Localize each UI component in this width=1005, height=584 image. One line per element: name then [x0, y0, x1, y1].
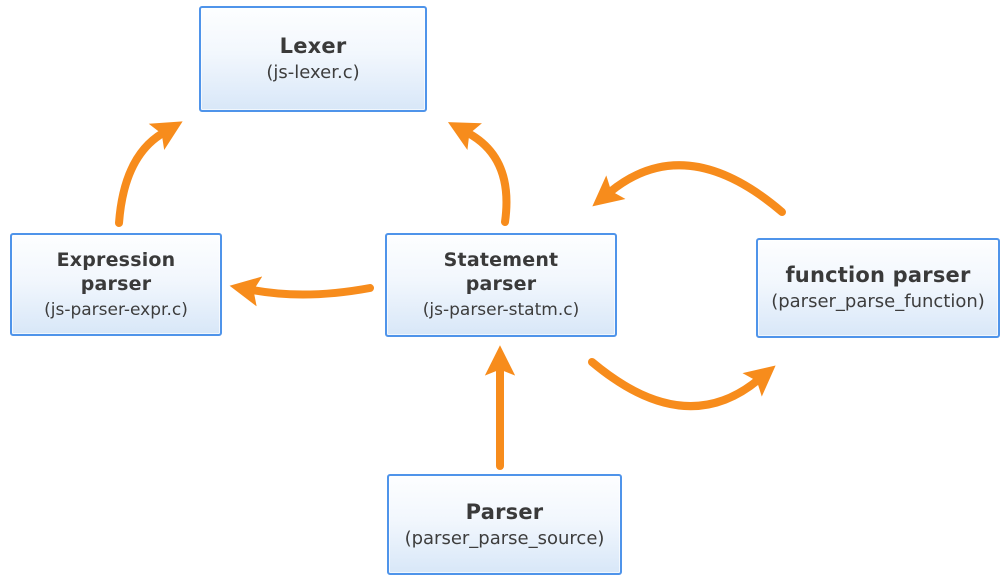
node-statement-parser-subtitle: (js-parser-statm.c) [422, 300, 580, 320]
node-parser-subtitle: (parser_parse_source) [404, 527, 605, 549]
node-parser-title: Parser [465, 499, 544, 524]
node-expression-parser: Expression parser (js-parser-expr.c) [10, 233, 222, 336]
edge-function-parser-to-statement-parser [592, 161, 786, 216]
node-function-parser-subtitle: (parser_parse_function) [771, 291, 985, 312]
node-function-parser: function parser (parser_parse_function) [756, 238, 1000, 338]
edge-statement-parser-to-lexer [447, 122, 511, 226]
node-lexer-title: Lexer [279, 34, 347, 58]
edge-statement-parser-to-expression-parser [229, 276, 374, 307]
node-statement-parser: Statement parser (js-parser-statm.c) [385, 233, 617, 337]
node-expression-parser-title: Expression parser [56, 248, 176, 295]
node-expression-parser-subtitle: (js-parser-expr.c) [44, 299, 188, 320]
node-statement-parser-title: Statement parser [443, 249, 559, 295]
node-lexer-subtitle: (js-lexer.c) [266, 62, 360, 83]
edge-statement-parser-to-function-parser [588, 358, 776, 410]
node-lexer: Lexer (js-lexer.c) [199, 6, 427, 112]
edge-expression-parser-to-lexer [115, 121, 183, 227]
node-parser: Parser (parser_parse_source) [387, 474, 622, 575]
node-function-parser-title: function parser [785, 263, 971, 287]
